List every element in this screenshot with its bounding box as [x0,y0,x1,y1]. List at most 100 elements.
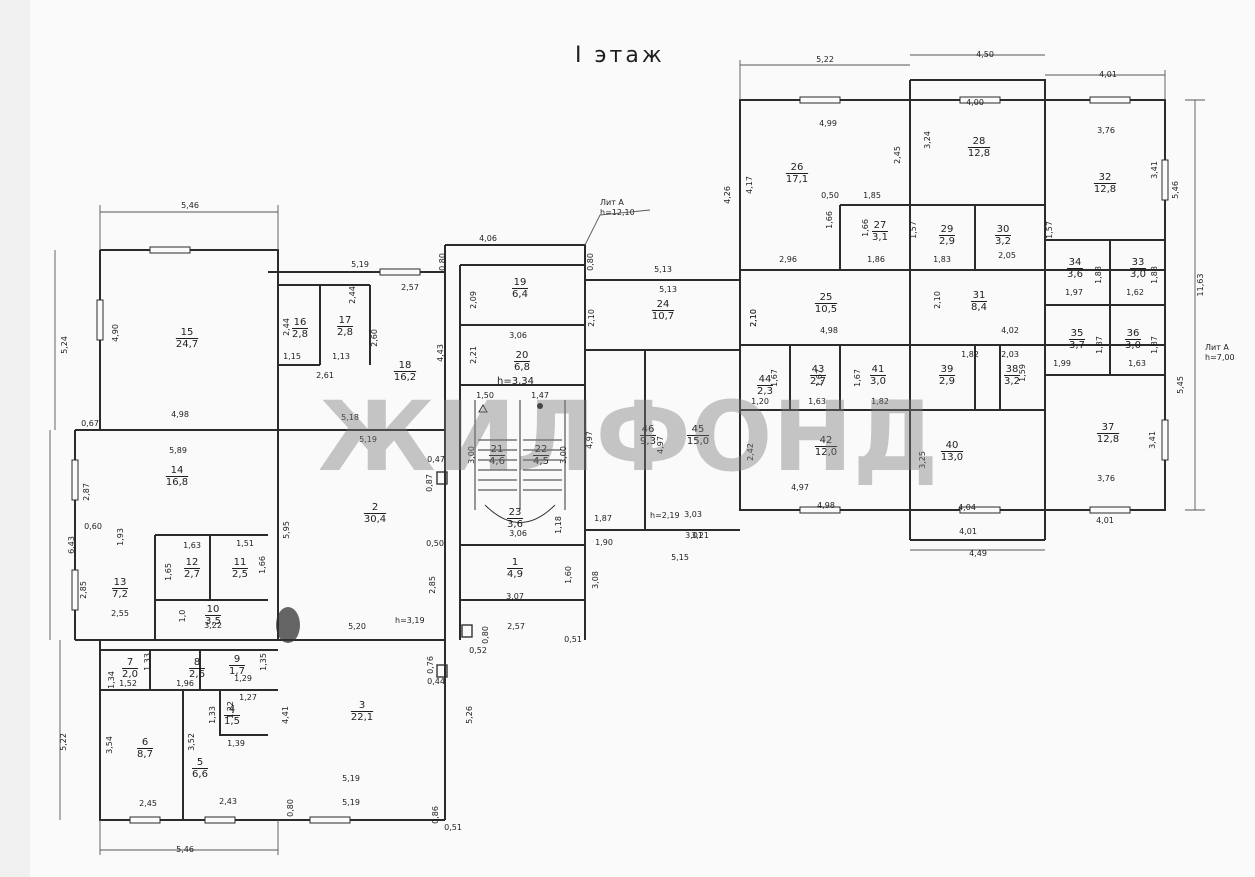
dimension-label: 4,97 [791,483,809,492]
room-26-area: 17,1 [786,174,808,185]
dimension-label: 1,67 [853,369,862,387]
room-42-area: 12,0 [815,447,837,458]
room-26-number: 26 [791,162,804,173]
room-28-area: 12,8 [968,148,990,159]
room-22-area: 4,5 [533,456,549,467]
dimension-label: 4,17 [745,176,754,194]
room-6-area: 8,7 [137,749,153,760]
room-32-area: 12,8 [1094,184,1116,195]
dimension-label: 1,87 [1150,336,1159,354]
dimension-label: 2,60 [370,329,379,347]
dimension-label: 1,87 [1095,336,1104,354]
dimension-label: 2,10 [933,291,942,309]
room-21-area: 4,6 [489,456,505,467]
room-25-area: 10,5 [815,304,837,315]
dimension-label: 2,42 [746,443,755,461]
room-41-area: 3,0 [870,376,886,387]
dimension-label: 0,50 [426,539,444,548]
dimension-label: 1,57 [1045,221,1054,239]
dimension-label: 1,63 [183,541,201,550]
dimension-label: 5,22 [59,733,68,751]
room-4-number: 4 [229,704,235,715]
dimension-label: 1,29 [234,674,252,683]
room-30-area: 3,2 [995,236,1011,247]
dimension-label: 5,95 [282,521,291,539]
dimension-label: 1,85 [863,191,881,200]
dimension-label: 0,76 [426,656,435,674]
staircase [474,400,566,523]
dimension-label: 3,03 [684,510,702,519]
room-11-area: 2,5 [232,569,248,580]
dimension-label: 3,22 [204,621,222,630]
dimension-label: 4,00 [966,98,984,107]
dimension-label: 1,66 [825,211,834,229]
dimension-label: 2,44 [348,286,357,304]
room-38-area: 3,2 [1004,376,1020,387]
dimension-label: 1,82 [871,397,889,406]
dimension-label: 2,44 [282,318,291,336]
dimension-label: 3,24 [923,131,932,149]
dimension-label: 2,09 [469,291,478,309]
room-38-number: 38 [1006,364,1019,375]
dimension-label: 1,62 [1126,288,1144,297]
room-16-number: 16 [294,317,307,328]
dimension-label: 0,50 [821,191,839,200]
dimension-label: 5,20 [348,622,366,631]
dimension-label: 1,35 [259,653,268,671]
page-edge-shade [0,0,30,877]
dimension-label: 4,26 [723,186,732,204]
dimension-label: 2,03 [1001,350,1019,359]
dimension-label: 0,80 [286,799,295,817]
room-43-area: 2,7 [810,376,826,387]
dimension-label: 1,52 [119,679,137,688]
dimension-label: 5,13 [659,285,677,294]
room-45-number: 45 [692,424,705,435]
dimension-label: 5,26 [465,706,474,724]
dimension-label: 1,99 [1053,359,1071,368]
dimension-label: 0,60 [84,522,102,531]
dimension-label: 0,51 [564,635,582,644]
dimension-label: 1,57 [909,221,918,239]
dimension-label: 2,21 [469,346,478,364]
room-10-number: 10 [207,604,220,615]
dimension-label: 3,08 [591,571,600,589]
room-36-area: 3,0 [1125,340,1141,351]
dimension-label: 1,51 [236,539,254,548]
room-17-number: 17 [339,315,352,326]
dimension-label: 1,33 [208,706,217,724]
room-22-number: 22 [535,444,548,455]
room-35-area: 3,7 [1069,340,1085,351]
dimension-label: 3,76 [1097,126,1115,135]
dimension-label: 3,52 [187,733,196,751]
room-28-number: 28 [973,136,986,147]
lit-a-right-line1: Лит А [1205,343,1229,352]
plan-title: I этаж [575,43,665,68]
room-34-number: 34 [1069,257,1082,268]
dimension-label: 3,25 [918,451,927,469]
room-44-area: 2,3 [757,386,773,397]
dimension-label: 4,41 [281,706,290,724]
dimension-label: 4,98 [817,501,835,510]
room-9-area: 1,7 [229,666,245,677]
height-3-19: h=3,19 [395,616,425,625]
dimension-label: 4,49 [969,549,987,558]
dimension-label: 3,07 [506,592,524,601]
dimension-label: 2,87 [82,483,91,501]
dimension-label: 4,43 [436,344,445,362]
room-24-area: 10,7 [652,311,674,322]
room-40-area: 13,0 [941,452,963,463]
dimension-label: 2,10 [749,309,758,327]
dimension-label: 5,46 [181,201,199,210]
room-45-area: 15,0 [687,436,709,447]
dimension-label: 5,89 [169,446,187,455]
dimension-label: 3,21 [691,531,709,540]
room-10-area: 3,5 [205,616,221,627]
dimension-label: 0,44 [427,677,445,686]
dimension-label: 4,50 [976,50,994,59]
room-15-area: 24,7 [176,339,198,350]
dimension-label: 0,67 [81,419,99,428]
dimension-label: 3,06 [509,529,527,538]
ink-blot [276,607,300,643]
room-5-area: 6,6 [192,769,208,780]
